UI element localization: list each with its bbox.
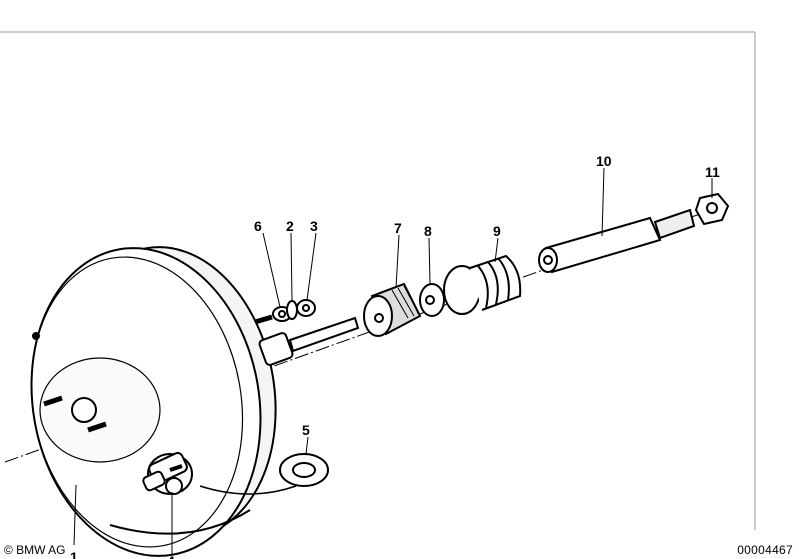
- washer-2: [286, 300, 298, 320]
- callout-10: 10: [596, 153, 612, 169]
- callout-2: 2: [286, 218, 294, 234]
- diagram-frame: [0, 31, 756, 530]
- copyright-label: © BMW AG: [4, 543, 66, 557]
- callout-8: 8: [424, 223, 432, 239]
- filter-7: [363, 282, 422, 337]
- washer-5: [279, 453, 329, 487]
- damper-8: [419, 283, 445, 317]
- callout-3: 3: [310, 218, 318, 234]
- callout-9: 9: [493, 223, 501, 239]
- callout-7: 7: [394, 220, 402, 236]
- booster-output-rod: [254, 314, 360, 366]
- callout-6: 6: [254, 218, 262, 234]
- lock-nut-3: [296, 299, 316, 317]
- callout-5: 5: [302, 422, 310, 438]
- callout-11: 11: [705, 164, 720, 180]
- document-number: 00004467: [737, 543, 793, 557]
- tube-10: [538, 208, 696, 274]
- leader-lines: [73, 167, 713, 555]
- nut-11: [694, 192, 730, 226]
- boot-9: [443, 254, 522, 315]
- nut-6: [272, 306, 292, 322]
- callout-4: 4: [167, 553, 175, 559]
- callout-1: 1: [70, 549, 78, 559]
- brake-booster: [30, 246, 297, 557]
